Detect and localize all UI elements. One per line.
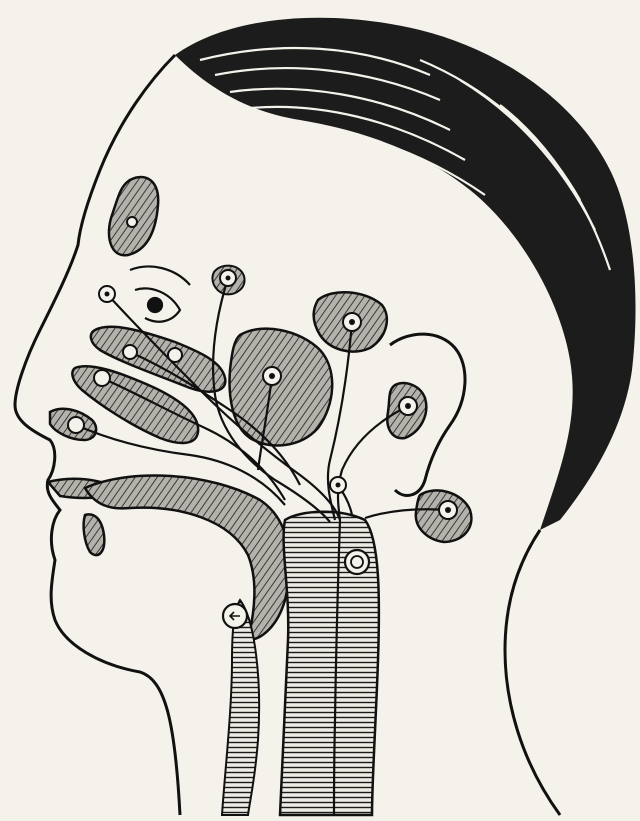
parotid-gland (230, 329, 333, 446)
node-icon (127, 217, 137, 227)
node-icon (345, 550, 369, 574)
